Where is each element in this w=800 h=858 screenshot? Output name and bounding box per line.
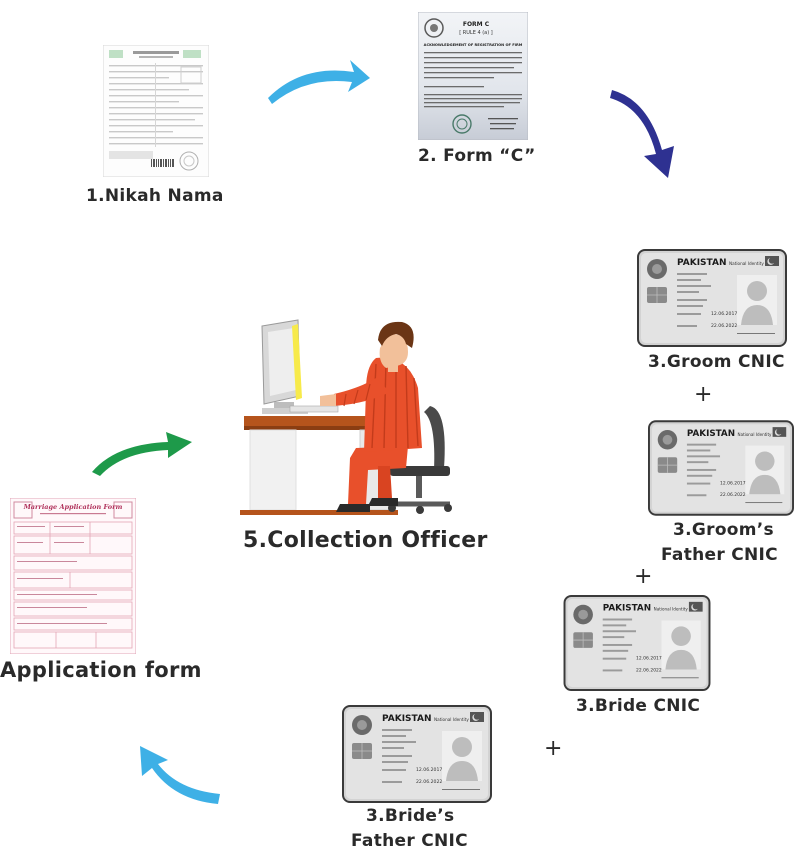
groom-father-cnic-card: PAKISTAN National Identity Card 12.06.20…: [648, 420, 794, 516]
cnic-card-image: PAKISTAN National Identity Card 12.06.20…: [637, 249, 787, 347]
collection-officer-label: 5.Collection Officer: [243, 528, 488, 553]
groom-cnic-label: 3.Groom CNIC: [648, 352, 785, 372]
arrow-nikah-to-formc: [268, 60, 370, 104]
nikah-nama-document: [103, 45, 209, 177]
nikah-nama-image: [103, 45, 209, 177]
cnic-card-name: National Identity Card: [729, 261, 775, 266]
cnic-card-image: PAKISTAN National Identity Card 12.06.20…: [648, 420, 794, 516]
bride-father-cnic-label-1: 3.Bride’s: [366, 806, 455, 826]
arrow-cnic-to-application: [140, 746, 220, 804]
cnic-country: PAKISTAN: [382, 714, 431, 724]
cnic-issue-date: 12.06.2017: [416, 767, 442, 773]
collection-officer-illustration: [240, 318, 478, 524]
form-c-label: 2. Form “C”: [418, 146, 536, 166]
cnic-issue-date: 12.06.2017: [720, 481, 746, 487]
bride-cnic-card: PAKISTAN National Identity Card 12.06.20…: [563, 595, 711, 691]
monitor-icon: [261, 319, 339, 414]
form-c-document: FORM C [ RULE 4 (a) ] ACKNOWLEDGEMENT OF…: [418, 12, 528, 140]
cnic-card-name: National Identity Card: [738, 432, 783, 437]
form-c-title: ACKNOWLEDGEMENT OF REGISTRATION OF FIRM: [424, 43, 523, 47]
cnic-card-image: PAKISTAN National Identity Card 12.06.20…: [563, 595, 711, 691]
application-form-label: Application form: [0, 658, 202, 682]
application-form-document: Marriage Application Form: [10, 498, 136, 654]
groom-father-cnic-label-1: 3.Groom’s: [673, 520, 774, 540]
form-c-image: FORM C [ RULE 4 (a) ] ACKNOWLEDGEMENT OF…: [418, 12, 528, 140]
cnic-country: PAKISTAN: [603, 604, 651, 614]
nikah-nama-label: 1.Nikah Nama: [86, 186, 224, 206]
cnic-card-name: National Identity Card: [434, 717, 480, 722]
bride-father-cnic-label-2: Father CNIC: [351, 831, 468, 851]
cnic-issue-date: 12.06.2017: [711, 311, 737, 317]
arrow-formc-to-cnic: [610, 90, 674, 178]
groom-father-cnic-label-2: Father CNIC: [661, 545, 778, 565]
cnic-expiry-date: 22.06.2022: [636, 667, 662, 673]
cnic-issue-date: 12.06.2017: [636, 656, 662, 662]
officer-person-icon: [320, 321, 422, 512]
cnic-card-name: National Identity Card: [654, 607, 699, 612]
cnic-expiry-date: 22.06.2022: [416, 779, 442, 785]
cnic-card-image: PAKISTAN National Identity Card 12.06.20…: [342, 705, 492, 803]
cnic-expiry-date: 22.06.2022: [720, 492, 746, 498]
bride-father-cnic-card: PAKISTAN National Identity Card 12.06.20…: [342, 705, 492, 803]
groom-cnic-card: PAKISTAN National Identity Card 12.06.20…: [637, 249, 787, 347]
cnic-country: PAKISTAN: [677, 258, 726, 268]
application-form-title: Marriage Application Form: [23, 503, 123, 511]
plus-sign-1: +: [694, 382, 713, 407]
plus-sign-2: +: [634, 564, 653, 589]
form-c-heading: FORM C: [463, 21, 490, 28]
plus-sign-3: +: [544, 736, 563, 761]
cnic-country: PAKISTAN: [687, 429, 735, 439]
cnic-expiry-date: 22.06.2022: [711, 323, 737, 329]
application-form-image: Marriage Application Form: [10, 498, 136, 654]
chair-icon: [388, 406, 452, 514]
form-c-rule: [ RULE 4 (a) ]: [459, 30, 493, 36]
bride-cnic-label: 3.Bride CNIC: [576, 696, 701, 716]
arrow-application-to-officer: [92, 432, 192, 476]
